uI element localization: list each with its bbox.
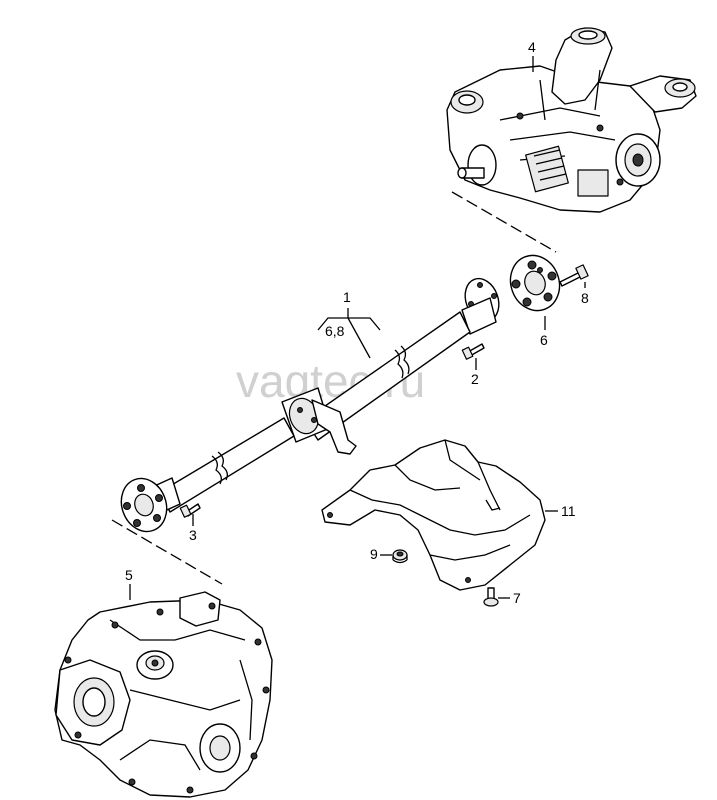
- propshaft-assembly: [149, 277, 500, 515]
- callout-3: 3: [189, 527, 197, 543]
- callout-8: 8: [581, 290, 589, 306]
- callout-6: 6: [540, 332, 548, 348]
- bolt-2: [461, 343, 485, 360]
- bolt-8: [559, 264, 589, 287]
- callout-11: 11: [561, 503, 576, 519]
- callout-5: 5: [125, 567, 133, 583]
- flex-disc-front: [120, 477, 168, 533]
- heat-shield: [321, 439, 546, 591]
- callout-4: 4: [528, 39, 536, 55]
- gearbox: [54, 591, 273, 798]
- callout-1: 1: [343, 289, 351, 305]
- bolt-3: [179, 503, 201, 518]
- bolt-7: [483, 587, 499, 607]
- callout-9: 9: [370, 546, 378, 562]
- callout-7: 7: [513, 590, 521, 606]
- flex-disc-rear: [509, 254, 561, 312]
- callout-2: 2: [471, 371, 479, 387]
- nut-9: [392, 549, 408, 564]
- rear-final-drive: [446, 27, 697, 213]
- callout-6-8: 6,8: [325, 323, 345, 339]
